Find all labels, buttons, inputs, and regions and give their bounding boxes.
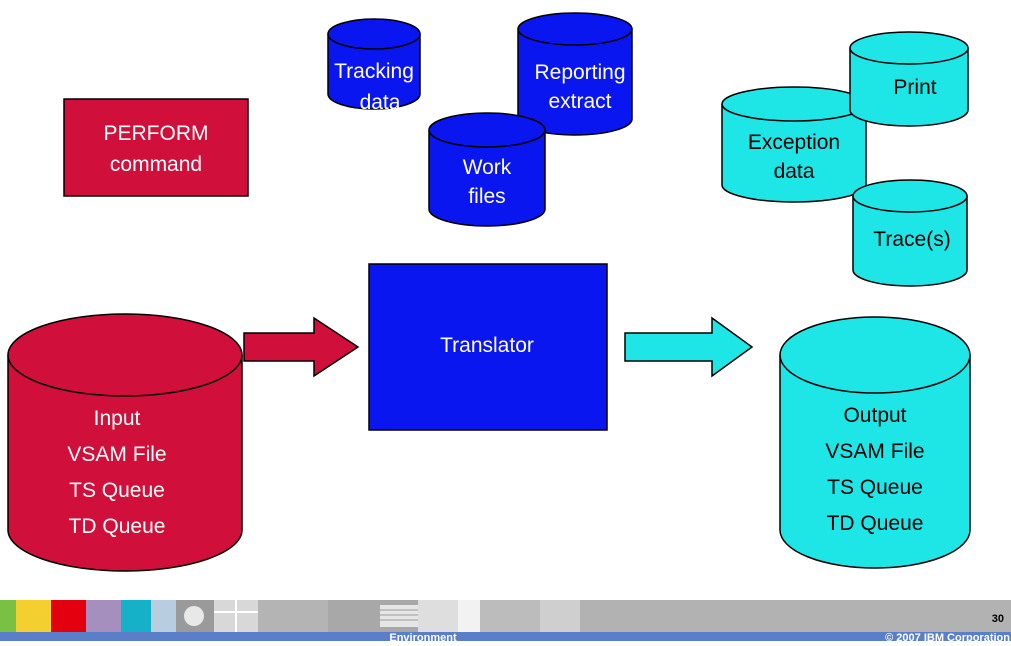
tracking-data-cylinder: Tracking data bbox=[327, 18, 421, 114]
trace-cylinder: Trace(s) bbox=[852, 179, 968, 287]
footer-swatch-green bbox=[0, 600, 16, 632]
exception-cylinder-top bbox=[721, 86, 867, 122]
reporting-extract-cylinder: Reporting extract bbox=[517, 12, 633, 136]
work-cylinder-top bbox=[428, 112, 546, 148]
output-cylinder: Output VSAM File TS Queue TD Queue bbox=[779, 316, 971, 569]
input-cylinder: Input VSAM File TS Queue TD Queue bbox=[7, 313, 243, 572]
input-cylinder-body bbox=[7, 355, 243, 572]
print-cylinder-body bbox=[849, 48, 969, 127]
exception-label-1: Exception bbox=[748, 131, 840, 154]
perform-command-box: PERFORM command bbox=[63, 98, 249, 197]
reporting-label-1: Reporting bbox=[534, 61, 625, 84]
print-cylinder: Print bbox=[849, 31, 969, 127]
footer-block-1 bbox=[418, 600, 458, 632]
footer-swatch-yellow bbox=[16, 600, 51, 632]
perform-box-line-2: command bbox=[110, 153, 202, 176]
translator-box: Translator bbox=[368, 263, 608, 431]
work-files-cylinder: Work files bbox=[428, 112, 546, 227]
footer-swatch-purple bbox=[86, 600, 121, 632]
footer-swatch-teal bbox=[121, 600, 151, 632]
footer-photo-tile-3 bbox=[258, 600, 328, 632]
exception-label-2: data bbox=[774, 160, 815, 183]
footer-bottom-bar bbox=[0, 632, 1011, 641]
output-label-3: TS Queue bbox=[827, 476, 923, 499]
input-label-2: VSAM File bbox=[67, 443, 166, 466]
footer-block-4 bbox=[540, 600, 580, 632]
output-label-1: Output bbox=[843, 404, 906, 427]
reporting-cylinder-top bbox=[517, 12, 633, 46]
footer-block-3 bbox=[480, 600, 540, 632]
input-cylinder-top bbox=[7, 313, 243, 397]
tracking-label-1: Tracking bbox=[334, 60, 414, 83]
footer-swatch-lightblue bbox=[151, 600, 176, 632]
input-label-4: TD Queue bbox=[69, 515, 166, 538]
exception-data-cylinder: Exception data bbox=[721, 86, 867, 203]
output-cylinder-top bbox=[779, 316, 971, 394]
work-cylinder-body bbox=[428, 130, 546, 227]
translator-label: Translator bbox=[440, 334, 534, 357]
footer-center-text: Environment bbox=[389, 632, 457, 641]
input-label-3: TS Queue bbox=[69, 479, 165, 502]
footer-stripes bbox=[380, 605, 420, 627]
tracking-cylinder-top bbox=[327, 18, 421, 50]
trace-cylinder-body bbox=[852, 196, 968, 287]
output-label-4: TD Queue bbox=[827, 512, 924, 535]
footer-swatch-red bbox=[51, 600, 86, 632]
tracking-cylinder-body bbox=[327, 34, 421, 110]
footer-block-2 bbox=[458, 600, 480, 632]
output-label-2: VSAM File bbox=[825, 440, 924, 463]
print-label: Print bbox=[893, 76, 936, 99]
footer-copyright: © 2007 IBM Corporation bbox=[885, 632, 1010, 641]
output-cylinder-body bbox=[779, 355, 971, 569]
work-label-1: Work bbox=[463, 156, 512, 179]
input-arrow bbox=[243, 316, 360, 378]
footer-page-number: 30 bbox=[992, 613, 1004, 625]
trace-cylinder-top bbox=[852, 179, 968, 213]
reporting-label-2: extract bbox=[548, 90, 611, 113]
footer-block-5 bbox=[580, 600, 1011, 632]
work-label-2: files bbox=[468, 185, 505, 208]
input-label-1: Input bbox=[94, 407, 141, 430]
translator-box-rect bbox=[368, 263, 608, 431]
perform-box-rect bbox=[63, 98, 249, 197]
perform-box-line-1: PERFORM bbox=[104, 122, 209, 145]
trace-label: Trace(s) bbox=[873, 228, 950, 251]
footer-photo-circle bbox=[184, 606, 204, 626]
output-arrow bbox=[624, 316, 754, 378]
footer-strip bbox=[0, 600, 1011, 641]
tracking-label-2: data bbox=[360, 91, 401, 114]
print-cylinder-top bbox=[849, 31, 969, 65]
